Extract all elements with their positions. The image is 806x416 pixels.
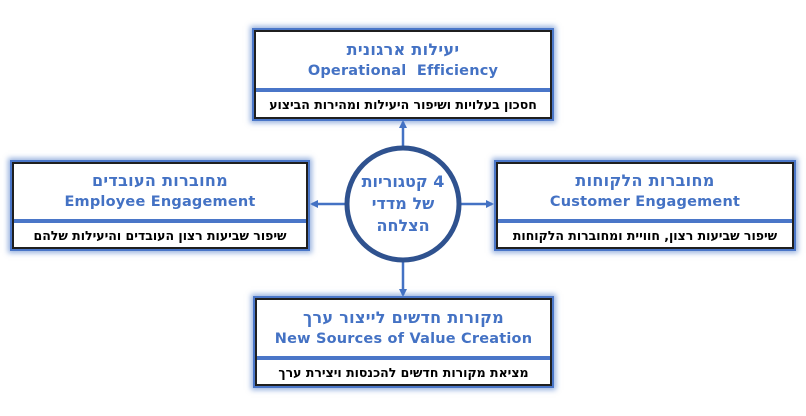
center-line-1: 4 קטגוריות <box>361 172 445 191</box>
category-title-hebrew: יעילות ארגונית <box>346 39 460 59</box>
center-circle <box>344 145 462 263</box>
category-divider <box>14 219 306 223</box>
category-title-english: Employee Engagement <box>64 194 256 210</box>
category-description: מציאת מקורות חדשים להכנסות ויצירת ערך <box>278 364 529 380</box>
category-header: מחוברות הלקוחות Customer Engagement <box>498 164 792 219</box>
center-line-2: של מדדי <box>371 194 435 213</box>
category-title-english: Customer Engagement <box>549 194 741 210</box>
category-title-english: New Sources of Value Creation <box>274 330 533 347</box>
category-title-english: Operational Efficiency <box>307 62 499 79</box>
category-title-hebrew: מחוברות הלקוחות <box>575 171 715 190</box>
category-divider <box>257 356 550 360</box>
category-title-hebrew: מחוברות העובדים <box>91 171 229 190</box>
category-divider <box>498 219 792 223</box>
category-box-employee-engagement: מחוברות העובדים Employee Engagement שיפו… <box>12 162 308 249</box>
category-description: שיפור שביעות רצון, חוויית ומחוברות הלקוח… <box>512 227 778 243</box>
category-box-operational-efficiency: יעילות ארגונית Operational Efficiency חס… <box>254 30 552 119</box>
category-description: שיפור שביעות רצון העובדים והיעילות שלהם <box>33 227 287 243</box>
category-header: יעילות ארגונית Operational Efficiency <box>256 32 550 88</box>
category-title-hebrew: מקורות חדשים לייצור ערך <box>302 307 505 327</box>
category-box-new-sources-of-value: מקורות חדשים לייצור ערך New Sources of V… <box>255 298 552 386</box>
category-box-customer-engagement: מחוברות הלקוחות Customer Engagement שיפו… <box>496 162 794 249</box>
center-line-3: הצלחה <box>376 216 430 235</box>
center-label: 4 קטגוריות של מדדי הצלחה <box>345 146 461 262</box>
category-header: מקורות חדשים לייצור ערך New Sources of V… <box>257 300 550 356</box>
category-header: מחוברות העובדים Employee Engagement <box>14 164 306 219</box>
category-description: חסכון בעלויות ושיפור היעילות ומהירות הבי… <box>269 97 537 112</box>
category-divider <box>256 88 550 92</box>
